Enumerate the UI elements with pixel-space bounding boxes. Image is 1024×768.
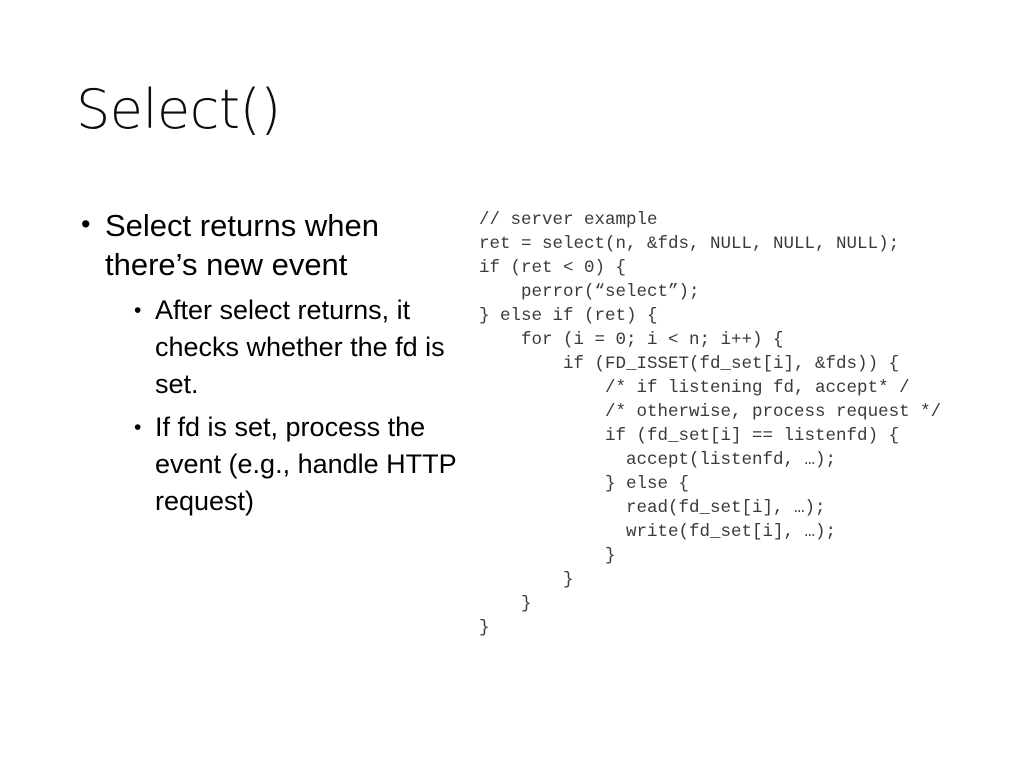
bullet-text: If fd is set, process the event (e.g., h… <box>155 412 457 516</box>
bullet-text: After select returns, it checks whether … <box>155 295 445 399</box>
list-item: Select returns when there’s new event Af… <box>78 205 468 520</box>
code-column: // server example ret = select(n, &fds, … <box>479 208 1019 640</box>
list-item: If fd is set, process the event (e.g., h… <box>132 409 468 520</box>
bullet-list-level1: Select returns when there’s new event Af… <box>78 205 468 520</box>
code-block: // server example ret = select(n, &fds, … <box>479 210 942 638</box>
list-item: After select returns, it checks whether … <box>132 292 468 403</box>
bullet-text: Select returns when there’s new event <box>105 208 379 282</box>
page-title: Select() <box>76 78 281 141</box>
body-text-column: Select returns when there’s new event Af… <box>78 205 468 526</box>
bullet-list-level2: After select returns, it checks whether … <box>105 292 468 520</box>
